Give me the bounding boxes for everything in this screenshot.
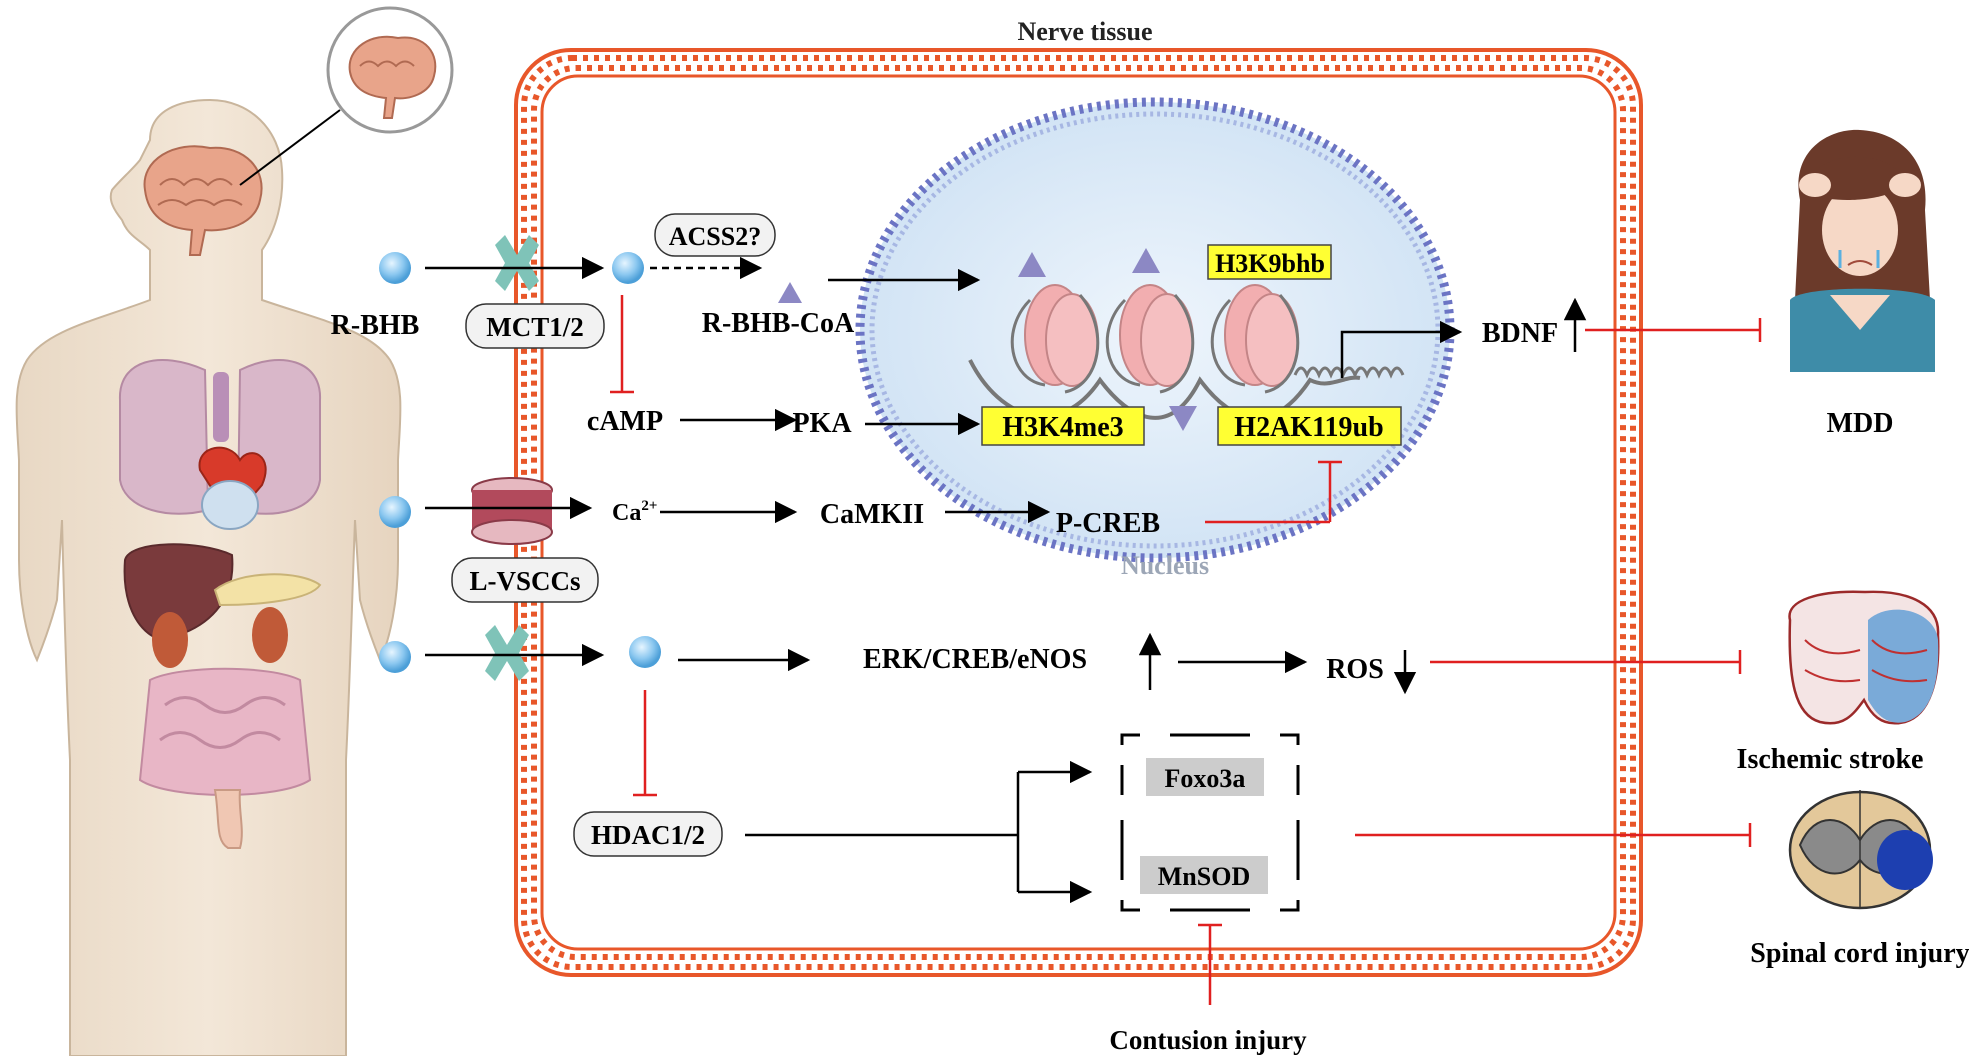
- svg-text:MnSOD: MnSOD: [1158, 862, 1250, 891]
- nucleosome-2: [1105, 284, 1195, 394]
- rbhb-molecule-inside-1: [612, 252, 644, 284]
- nucleosome-1: [1010, 284, 1100, 394]
- svg-text:MCT1/2: MCT1/2: [486, 312, 584, 342]
- mct-label: MCT1/2: [465, 303, 605, 349]
- calcium-label: Ca2+: [612, 498, 657, 526]
- foxo3a-mnsod-group: [1120, 733, 1300, 912]
- ros-label: ROS: [1326, 654, 1384, 685]
- h2ak119ub-mark: H2AK119ub: [1217, 406, 1402, 446]
- camp-label: cAMP: [587, 406, 663, 437]
- foxo3a-label: Foxo3a: [1146, 758, 1264, 796]
- svg-text:L-VSCCs: L-VSCCs: [469, 566, 580, 596]
- hdac-label: HDAC1/2: [573, 811, 723, 857]
- rbhb-coa-triangle: [778, 282, 802, 303]
- histone-triangle-1: [1018, 252, 1046, 277]
- svg-text:H2AK119ub: H2AK119ub: [1234, 412, 1383, 443]
- ischemic-stroke-brain-icon: [1788, 590, 1940, 725]
- svg-text:Foxo3a: Foxo3a: [1165, 764, 1246, 793]
- h3k4me3-mark: H3K4me3: [981, 406, 1145, 446]
- mdd-label: MDD: [1827, 408, 1894, 439]
- svg-text:H3K9bhb: H3K9bhb: [1215, 249, 1325, 278]
- rbhb-label: R-BHB: [331, 310, 420, 341]
- svg-text:H3K4me3: H3K4me3: [1002, 412, 1123, 443]
- bdnf-label: BDNF: [1482, 318, 1558, 349]
- histone-triangle-down: [1169, 406, 1197, 431]
- rbhb-molecule-outside-2: [379, 496, 411, 528]
- svg-text:HDAC1/2: HDAC1/2: [591, 820, 705, 850]
- pcreb-label: P-CREB: [1056, 508, 1160, 539]
- acss2-label: ACSS2?: [654, 213, 776, 257]
- activation-arrows: [425, 256, 1587, 904]
- nucleosome-3: [1210, 284, 1300, 394]
- l-vscc-label: L-VSCCs: [451, 557, 599, 603]
- pka-label: PKA: [792, 408, 852, 439]
- rbhb-molecule-outside-3: [379, 641, 411, 673]
- l-vscc-channel-icon: [471, 477, 553, 545]
- human-body-illustration: [15, 6, 454, 1056]
- contusion-injury-label: Contusion injury: [1109, 1025, 1307, 1055]
- nucleus-label: Nucleus: [1121, 551, 1209, 580]
- spinal-cord-injury-icon: [1788, 790, 1933, 910]
- rbhb-molecule-outside-1: [379, 252, 411, 284]
- inhibition-lines: [610, 295, 1762, 1005]
- camkii-label: CaMKII: [820, 499, 924, 530]
- spinal-cord-injury-label: Spinal cord injury: [1750, 938, 1969, 969]
- svg-text:ACSS2?: ACSS2?: [669, 222, 761, 251]
- h3k9bhb-mark: H3K9bhb: [1207, 244, 1332, 280]
- rbhb-molecule-inside-3: [629, 636, 661, 668]
- erk-label: ERK/CREB/eNOS: [863, 644, 1087, 675]
- mct-transporter-icon: [495, 235, 539, 291]
- histone-triangle-2: [1132, 248, 1160, 273]
- nerve-tissue-title: Nerve tissue: [1017, 17, 1152, 46]
- mnsod-label: MnSOD: [1140, 856, 1268, 894]
- mct-transporter-icon-lower: [485, 625, 529, 681]
- mdd-person-icon: [1790, 129, 1935, 372]
- ischemic-stroke-label: Ischemic stroke: [1737, 744, 1924, 775]
- rbhb-coa-label: R-BHB-CoA: [702, 308, 855, 339]
